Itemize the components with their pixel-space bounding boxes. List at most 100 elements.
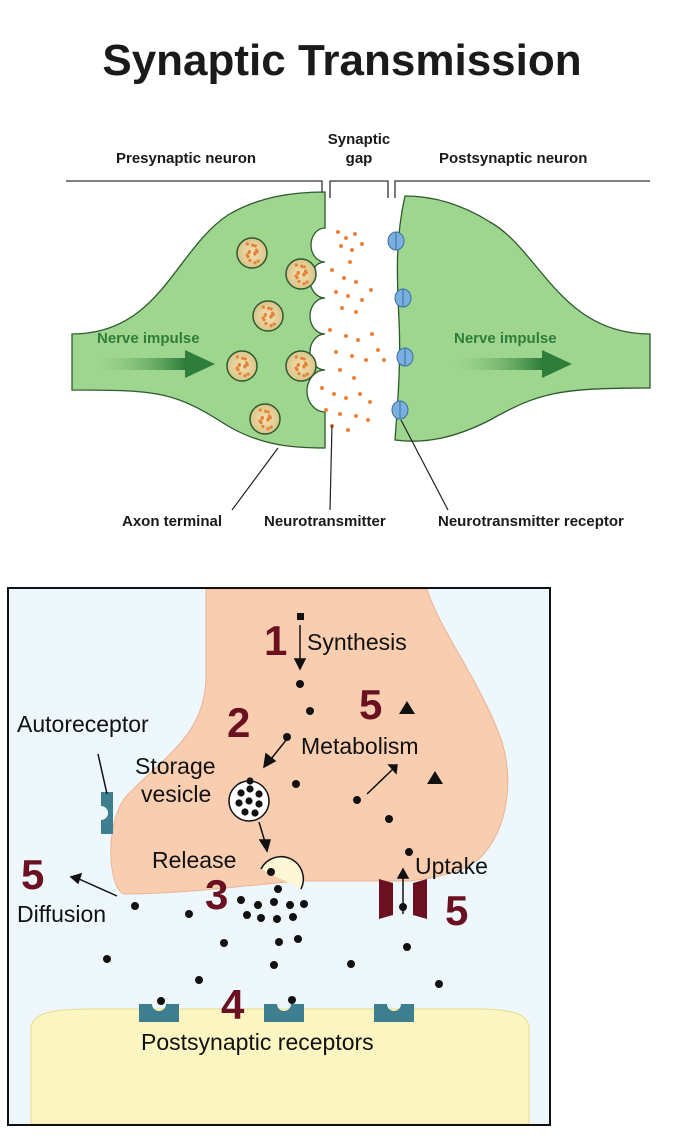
vesicle-dot <box>264 409 268 413</box>
stored-transmitter <box>246 785 254 793</box>
vesicle-dot <box>251 243 255 247</box>
neurotransmitter-dot <box>332 392 336 396</box>
vesicle-dot <box>243 357 247 361</box>
neurotransmitter-dot <box>339 244 343 248</box>
diffusion-label: Diffusion <box>17 901 107 927</box>
receptor-2 <box>394 288 412 308</box>
neurotransmitter-dot <box>344 396 348 400</box>
transmitter-dot <box>289 913 297 921</box>
neurotransmitter-dot <box>328 328 332 332</box>
vesicle-dot <box>261 305 265 309</box>
presynaptic-label: Presynaptic neuron <box>116 150 257 167</box>
nerve-impulse-left-label: Nerve impulse <box>97 330 200 347</box>
neurotransmitter-dot <box>352 376 356 380</box>
transmitter-dot <box>288 996 296 1004</box>
vesicle-dot <box>263 312 268 317</box>
vesicle-dot <box>294 263 298 267</box>
vesicle-dot <box>245 242 249 246</box>
neurotransmitter-dot <box>366 418 370 422</box>
neurotransmitter-dot <box>382 358 386 362</box>
stored-transmitter <box>255 800 263 808</box>
transmitter-dot <box>306 707 314 715</box>
step-1-number: 1 <box>264 617 288 664</box>
vesicle-dot <box>294 355 298 359</box>
lifecycle-illustration <box>30 589 530 1124</box>
receptor-1 <box>387 231 405 251</box>
vesicle-dot <box>260 415 265 420</box>
neurotransmitter-dot <box>353 232 357 236</box>
process-arrows <box>69 625 410 914</box>
synthesis-label: Synthesis <box>307 629 407 655</box>
impulse-arrow-right <box>452 350 572 378</box>
vesicle-dot <box>266 410 270 414</box>
postsynaptic-cell <box>30 1008 530 1124</box>
vesicle-dot <box>258 419 262 423</box>
vesicle-dot <box>269 307 273 311</box>
transmitter-dot <box>157 997 165 1005</box>
stored-transmitter <box>241 808 249 816</box>
stored-transmitter <box>246 777 254 785</box>
vesicle-dot <box>248 258 252 263</box>
vesicle-dot <box>243 365 247 369</box>
synaptic-gap-label-line2: gap <box>345 150 373 167</box>
step-5-diffusion-number: 5 <box>21 851 45 898</box>
vesicle-dot <box>302 357 306 361</box>
diagram-title: Synaptic Transmission <box>102 36 582 85</box>
transmitter-dot <box>286 901 294 909</box>
vesicle-dot <box>302 265 306 269</box>
transmitter-dot <box>185 910 193 918</box>
vesicle-dot <box>268 416 272 420</box>
neurotransmitter-dot <box>344 236 348 240</box>
neurotransmitter-dot <box>324 408 328 412</box>
vesicle-dot <box>247 249 252 254</box>
receptor-3 <box>396 347 414 367</box>
vesicle-dot <box>245 253 249 257</box>
vesicle-dot <box>261 316 265 320</box>
vesicle-dot <box>297 279 301 284</box>
neurotransmitter-dot <box>320 386 324 390</box>
vesicle-dot <box>243 374 247 378</box>
vesicle-dot <box>238 371 242 376</box>
neurotransmitter-lifecycle-panel: 1 Synthesis 2 Storage vesicle 5 Metaboli… <box>7 587 551 1126</box>
step-5-uptake-number: 5 <box>445 887 469 934</box>
vesicle-dot <box>272 322 276 326</box>
transmitter-dot <box>257 914 265 922</box>
presynaptic-neuron <box>71 191 326 449</box>
vesicle-dot <box>300 264 304 268</box>
transmitter-dot <box>399 903 407 911</box>
vesicle-dot <box>304 271 308 275</box>
stored-transmitter <box>245 797 253 805</box>
neurotransmitter-dot <box>356 338 360 342</box>
vesicle-dot <box>256 259 260 263</box>
vesicle-dot <box>302 365 306 369</box>
stored-transmitter <box>255 790 263 798</box>
transmitter-dot <box>403 943 411 951</box>
neurotransmitter-dot <box>370 332 374 336</box>
vesicle-dot <box>297 371 301 376</box>
transmitter-dot <box>353 796 361 804</box>
transmitter-dot <box>274 885 282 893</box>
neurotransmitter-dot <box>340 306 344 310</box>
transmitter-dot <box>237 896 245 904</box>
postsynaptic-neuron <box>394 195 651 442</box>
vesicle-dot <box>294 274 298 278</box>
vesicle-dot <box>300 356 304 360</box>
neurotransmitter-receptor-label: Neurotransmitter receptor <box>438 513 624 530</box>
neurotransmitter-dot <box>354 414 358 418</box>
transmitter-dot <box>275 938 283 946</box>
receptor-4 <box>391 400 409 420</box>
receptors <box>387 231 414 420</box>
vesicle-label: vesicle <box>141 781 212 807</box>
vesicle-dot <box>305 280 309 284</box>
neurotransmitter-dot <box>369 288 373 292</box>
metabolites <box>399 701 443 784</box>
neurotransmitter-dot <box>344 334 348 338</box>
transmitter-dot <box>195 976 203 984</box>
transmitter-dot <box>103 955 111 963</box>
vesicle-dot <box>294 366 298 370</box>
neurotransmitter-dot <box>334 350 338 354</box>
transmitter-dot <box>347 960 355 968</box>
vesicle-dot <box>253 252 257 256</box>
neurotransmitter-dot <box>346 428 350 432</box>
vesicle-dot <box>296 362 301 367</box>
